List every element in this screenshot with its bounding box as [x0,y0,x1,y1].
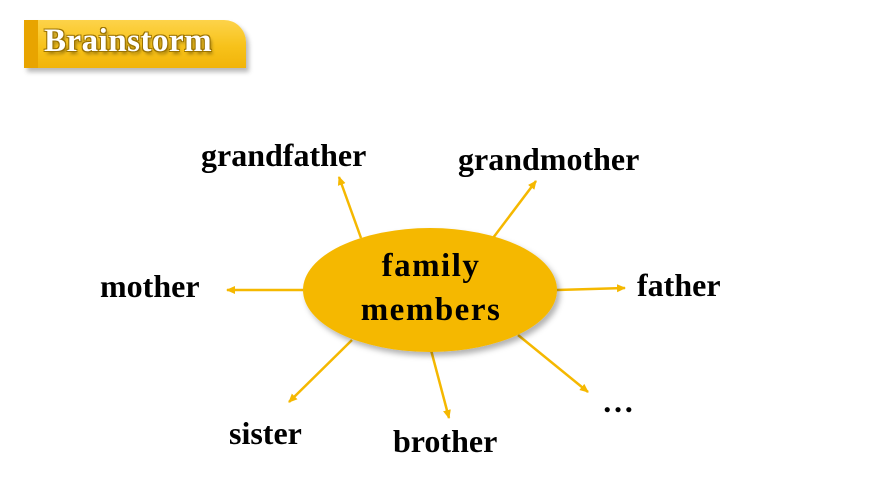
node-sister: sister [229,415,302,451]
title-badge: Brainstorm [24,20,246,68]
node-grandmother: grandmother [458,141,640,177]
node-grandfather: grandfather [201,137,367,173]
title-badge-background [24,20,246,68]
node-more: … [602,383,634,419]
arrow-grandfather [337,176,363,239]
center-label-line2: members [360,292,502,328]
arrow-father [556,284,626,293]
arrow-brother [429,349,451,419]
center-label-line1: family [381,248,481,284]
node-mother: mother [100,268,200,304]
page-title: Brainstorm [44,23,213,59]
arrow-more [517,334,589,393]
node-father: father [637,267,721,303]
title-badge-stripe [24,20,38,68]
center-label: family members [304,244,558,332]
arrow-sister [288,339,353,403]
center-ellipse [303,228,557,352]
arrow-grandmother [492,180,537,239]
node-brother: brother [393,423,498,459]
